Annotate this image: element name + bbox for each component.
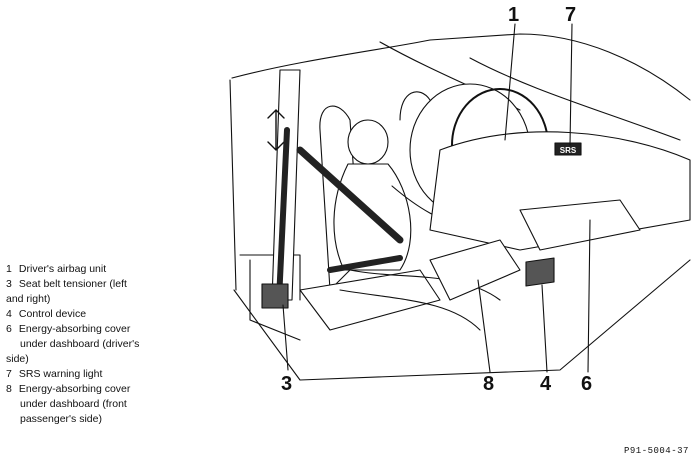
energy-cover-passenger xyxy=(429,239,521,301)
leader-7 xyxy=(569,23,573,146)
control-device xyxy=(525,257,555,287)
belt-vertical xyxy=(276,127,290,303)
legend: 1 Driver's airbag unit 3 Seat belt tensi… xyxy=(6,262,168,427)
occupant-legs xyxy=(339,269,501,331)
pillar-arrows xyxy=(267,109,285,151)
srs-warning-light xyxy=(554,142,582,156)
callout-4: 4 xyxy=(540,373,552,395)
car-body-outline xyxy=(229,33,691,381)
belt-tensioner-body xyxy=(261,283,289,309)
energy-cover-driver xyxy=(519,199,641,251)
legend-item-8: 8 Energy-absorbing cover under dashboard… xyxy=(6,383,131,425)
shoulder-belt xyxy=(296,146,404,244)
legend-item-7: 7 SRS warning light xyxy=(6,368,103,380)
leader-3 xyxy=(282,304,289,371)
callout-3: 3 xyxy=(281,373,293,395)
callout-1: 1 xyxy=(508,4,520,26)
leader-1 xyxy=(504,23,516,141)
driver-seat-cushion xyxy=(299,269,441,331)
leader-4 xyxy=(541,284,548,373)
occupant-head xyxy=(347,119,389,165)
legend-item-1: 1 Driver's airbag unit xyxy=(6,263,107,275)
legend-item-6: 6 Energy-absorbing cover under dashboard… xyxy=(6,323,140,365)
callout-7: 7 xyxy=(565,4,577,26)
door-frame xyxy=(239,254,301,341)
reference-code: P91-5004-37 xyxy=(624,446,689,456)
callout-6: 6 xyxy=(581,373,593,395)
lap-belt xyxy=(327,255,403,273)
leader-6 xyxy=(587,219,591,373)
leader-8 xyxy=(477,279,491,373)
legend-item-3: 3 Seat belt tensioner (left and right) xyxy=(6,278,127,305)
srs-badge-text: SRS xyxy=(560,146,577,155)
legend-item-4: 4 Control device xyxy=(6,308,87,320)
callout-8: 8 xyxy=(483,373,495,395)
